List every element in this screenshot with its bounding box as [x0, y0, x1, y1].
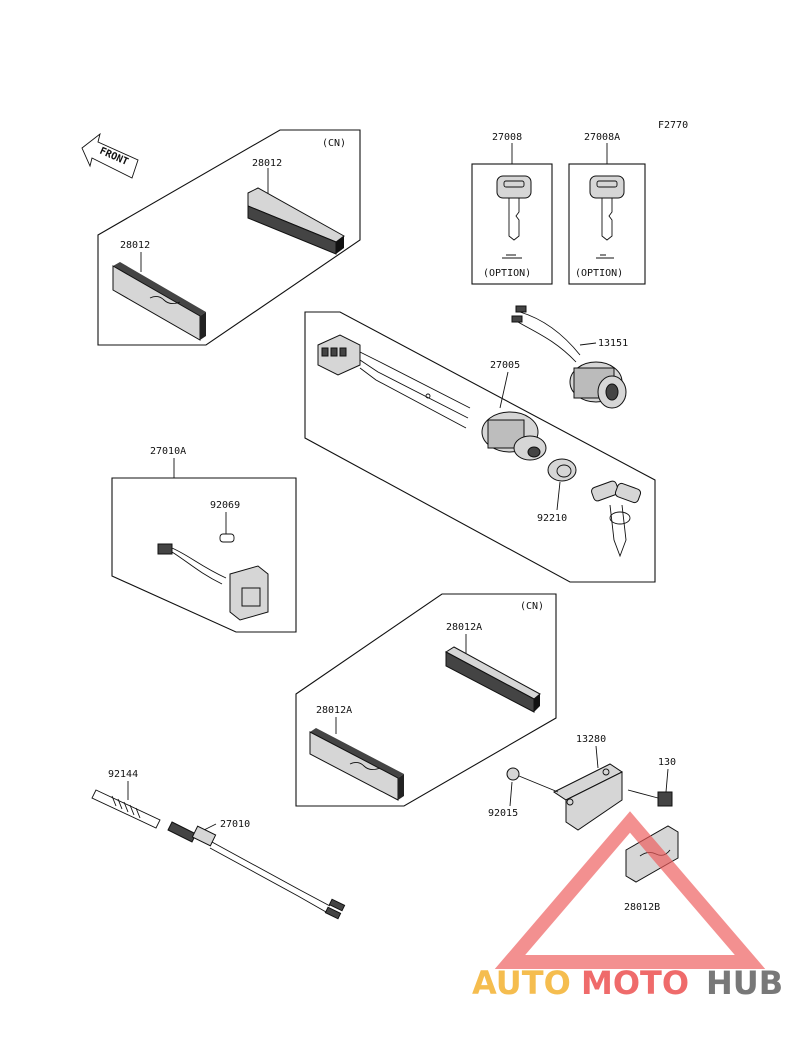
- label-27010A: 27010A: [150, 446, 186, 457]
- label-28012A-top: 28012A: [446, 622, 482, 633]
- bracket-13280: [553, 763, 623, 831]
- option-label-1: (OPTION): [483, 268, 531, 279]
- label-28012B: 28012B: [624, 902, 660, 913]
- key-27008A: [589, 175, 625, 259]
- group-box-28012: [97, 129, 361, 346]
- watermark-hub: HUB: [706, 964, 783, 1002]
- front-arrow: FRONT: [81, 132, 139, 179]
- figure-code: F2770: [658, 120, 688, 131]
- plate-28012-top: [247, 187, 345, 255]
- watermark-auto: AUTO: [472, 964, 571, 1002]
- watermark: AUTO MOTO HUB: [472, 811, 783, 1002]
- label-92015: 92015: [488, 808, 518, 819]
- ignition-switch: [317, 334, 547, 461]
- label-92210: 92210: [537, 513, 567, 524]
- plate-28012A-top: [445, 646, 541, 713]
- label-28012A-bottom: 28012A: [316, 705, 352, 716]
- switch-27010: [167, 821, 346, 920]
- group-box-28012A: [295, 593, 557, 807]
- label-27005: 27005: [490, 360, 520, 371]
- label-130: 130: [658, 757, 676, 768]
- key-27008: [496, 175, 532, 259]
- label-27008: 27008: [492, 132, 522, 143]
- cn-label-2: (CN): [520, 601, 544, 612]
- watermark-triangle-icon: [494, 811, 766, 969]
- label-27010: 27010: [220, 819, 250, 830]
- group-box-27005: [304, 311, 656, 583]
- plate-28012A-bottom: [309, 728, 404, 801]
- label-13280: 13280: [576, 734, 606, 745]
- label-92069: 92069: [210, 500, 240, 511]
- keys-27005: [591, 480, 642, 558]
- label-92144: 92144: [108, 769, 138, 780]
- group-box-27010A: [111, 477, 297, 633]
- label-28012-top: 28012: [252, 158, 282, 169]
- label-27008A: 27008A: [584, 132, 620, 143]
- switch-27010A: [157, 543, 269, 621]
- bulb-92069: [219, 533, 235, 543]
- lamp-13151: [511, 305, 627, 409]
- label-28012-bottom: 28012: [120, 240, 150, 251]
- cn-label-1: (CN): [322, 138, 346, 149]
- option-label-2: (OPTION): [575, 268, 623, 279]
- nut-92015: [506, 767, 559, 793]
- spring-92144: [91, 789, 161, 829]
- bolt-130: [627, 789, 673, 807]
- label-13151: 13151: [598, 338, 628, 349]
- plate-28012-bottom: [112, 262, 206, 341]
- watermark-moto: MOTO: [581, 964, 689, 1002]
- nut-92210: [547, 458, 577, 482]
